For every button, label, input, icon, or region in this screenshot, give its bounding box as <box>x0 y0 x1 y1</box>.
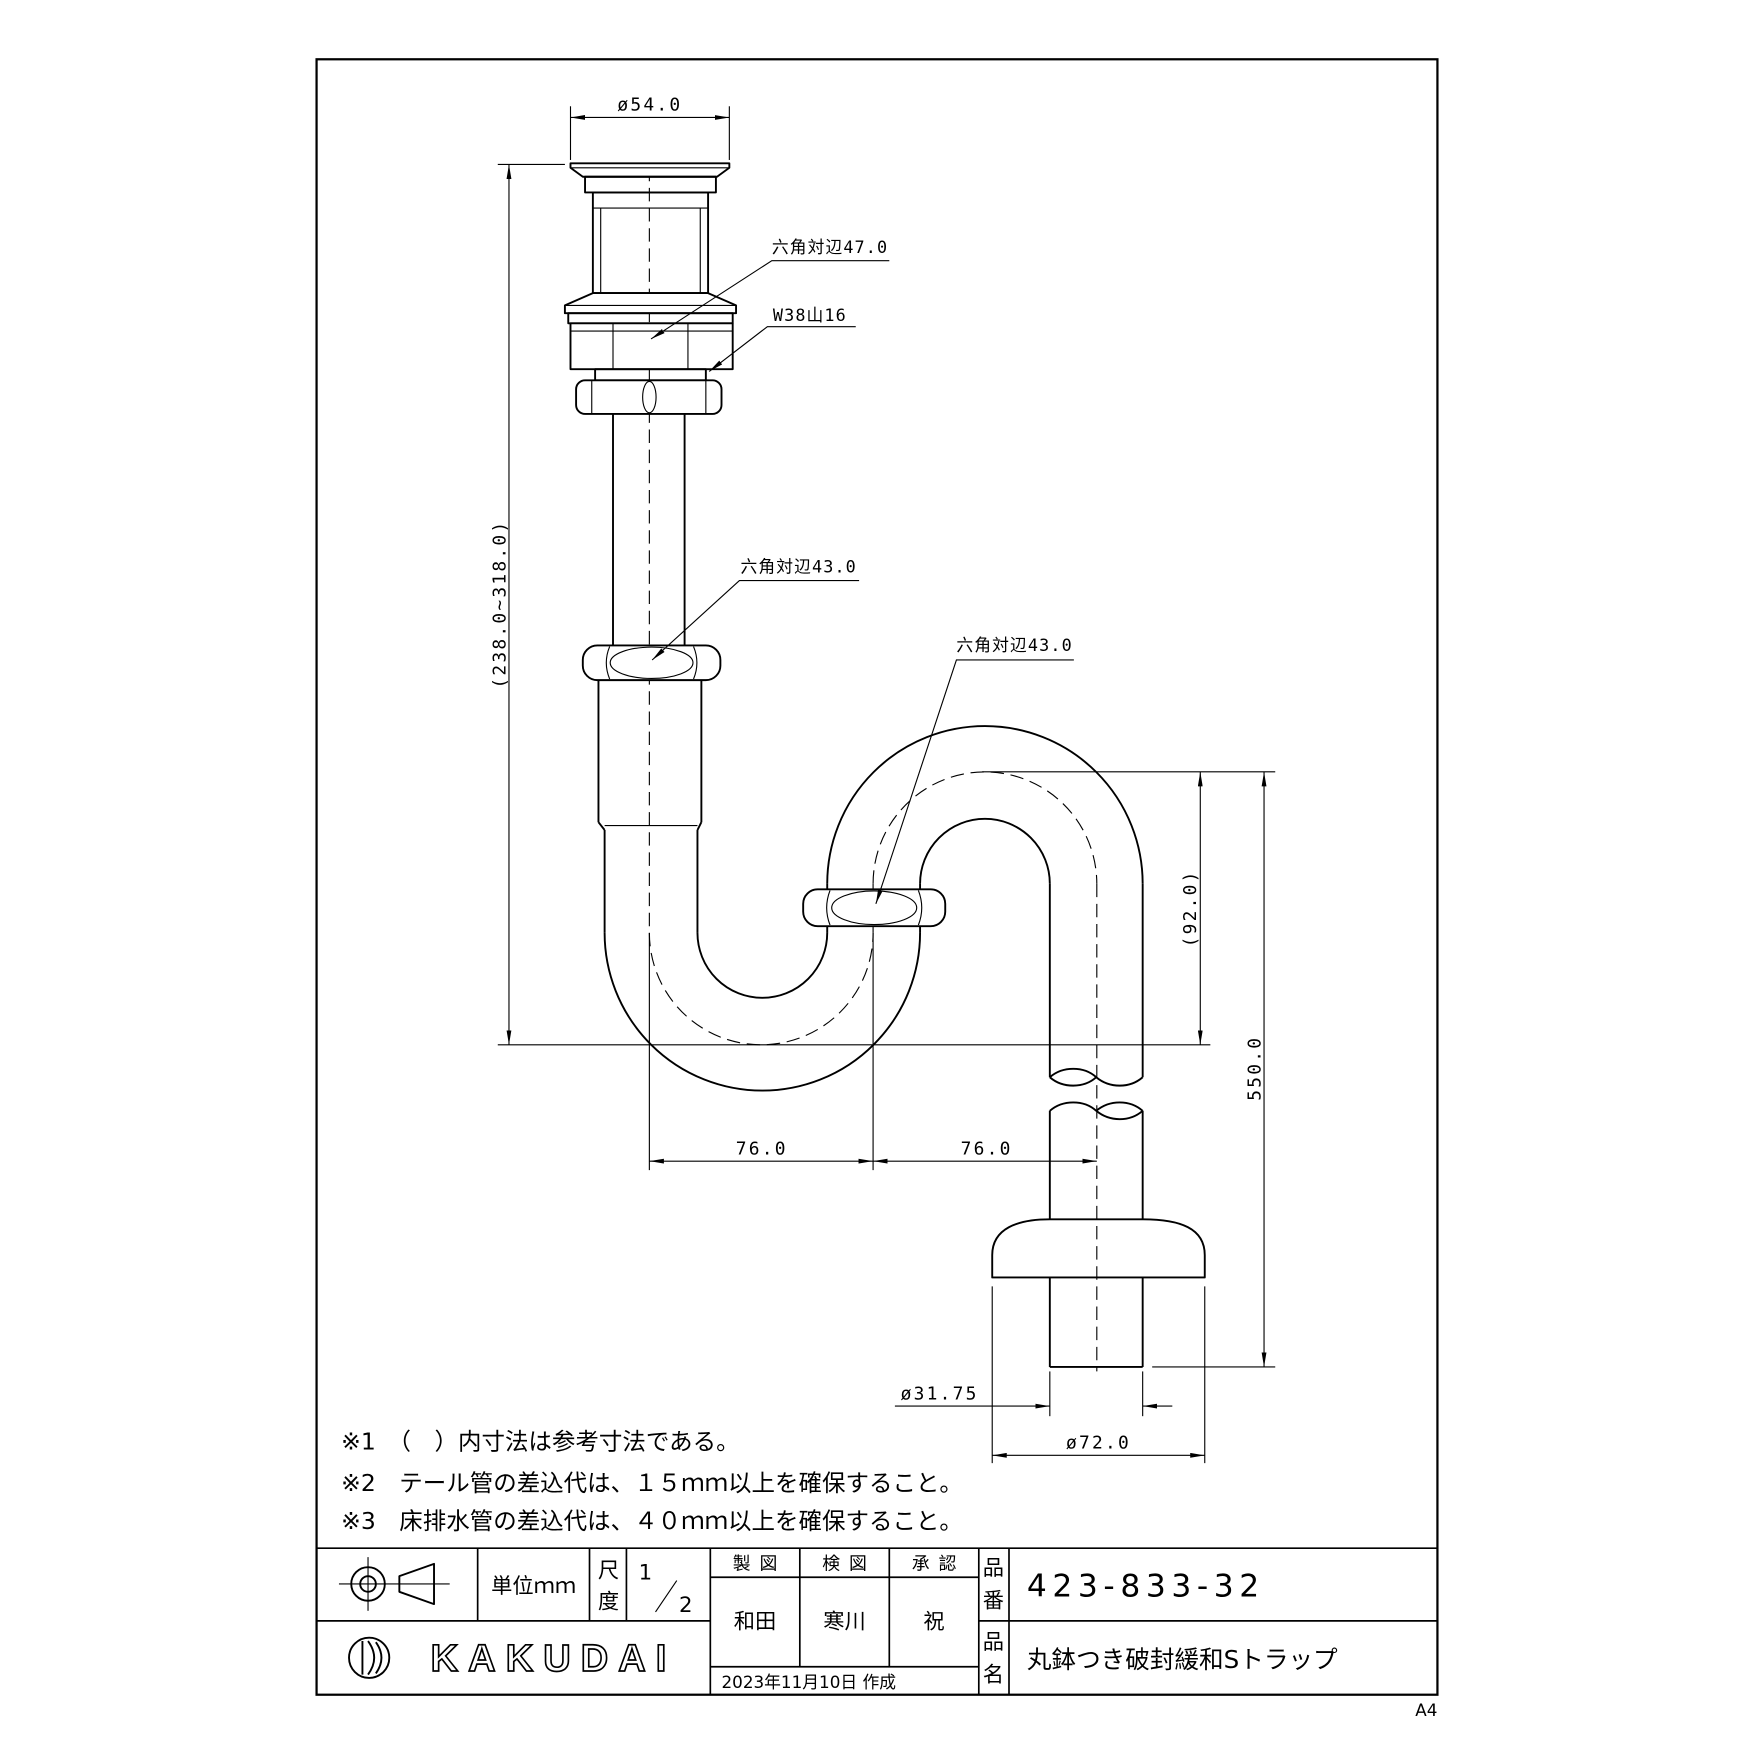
dim-hex-top: 六角対辺47.0 <box>772 237 888 257</box>
j-bend-outer-arc <box>603 932 922 1092</box>
title-block: 単位ｍｍ 尺 度 1 2 製図 検図 承認 和田 寒川 祝 品 番 423-83… <box>316 1547 1438 1695</box>
slip-nut-center <box>831 890 918 926</box>
third-angle-projection-icon <box>338 1557 450 1611</box>
slip-nut-face <box>605 646 698 680</box>
dim-floor-height: 550.0 <box>1245 1036 1266 1101</box>
dim-offset-right: 76.0 <box>961 1138 1013 1159</box>
role-approved: 承認 <box>912 1553 966 1574</box>
logo-mark <box>361 1640 383 1676</box>
role-checked: 検図 <box>822 1553 876 1574</box>
dim-flange-diameter: ø54.0 <box>617 95 682 116</box>
drawing-date: 2023年11月10日 作成 <box>722 1672 897 1692</box>
part-number-label-bottom: 番 <box>983 1588 1004 1613</box>
name-approved: 祝 <box>923 1610 944 1635</box>
dim-thread: W38山16 <box>773 305 847 325</box>
note-2: ※2 テール管の差込代は、１５ｍｍ以上を確保すること。 <box>341 1469 963 1497</box>
note-3: ※3 床排水管の差込代は、４０ｍｍ以上を確保すること。 <box>341 1507 963 1535</box>
leader-hex-tail <box>651 580 860 661</box>
dim-seal-depth: (92.0) <box>1180 869 1201 947</box>
projection-inner-circle <box>359 1575 377 1593</box>
body-flare <box>563 292 738 315</box>
name-checked: 寒川 <box>823 1610 866 1635</box>
notes: ※1 （ ）内寸法は参考寸法である。 ※2 テール管の差込代は、１５ｍｍ以上を確… <box>341 1428 963 1535</box>
part-name: 丸鉢つき破封緩和Sトラップ <box>1027 1645 1338 1674</box>
scale-numerator: 1 <box>639 1560 653 1585</box>
part-name-label-top: 品 <box>983 1630 1004 1655</box>
leader-thread <box>708 326 856 372</box>
role-drafted: 製図 <box>733 1553 787 1574</box>
leader-hex-top <box>650 260 890 340</box>
dim-tail-height: (238.0~318.0) <box>490 520 511 689</box>
name-drafted: 和田 <box>734 1610 777 1635</box>
hex-nut-top <box>569 322 734 371</box>
scale-label-top: 尺 <box>598 1558 619 1583</box>
scale-slash <box>655 1580 678 1613</box>
dim-offset-left: 76.0 <box>736 1138 788 1159</box>
leader-hex-trap <box>875 659 1074 905</box>
lock-nut-slot <box>642 380 657 414</box>
centerline-upper-bend <box>872 771 1098 884</box>
slip-nut-trap <box>802 888 947 928</box>
note-1: ※1 （ ）内寸法は参考寸法である。 <box>341 1428 739 1456</box>
slip-nut-tail <box>581 644 722 682</box>
dim-pipe-diameter: ø31.75 <box>901 1383 979 1404</box>
scale-denominator: 2 <box>679 1593 693 1618</box>
scale-label-bottom: 度 <box>598 1590 619 1615</box>
dimensions: ø54.0 (238.0~318.0) (92.0) 550.0 76.0 76… <box>490 95 1276 1464</box>
dim-hex-tail: 六角対辺43.0 <box>741 557 857 577</box>
slip-nut-face <box>826 890 923 926</box>
dim-floor-flange-diameter: ø72.0 <box>1066 1433 1131 1454</box>
part-number: 423-833-32 <box>1027 1568 1265 1604</box>
u-bend-outer-arc <box>826 725 1144 884</box>
paper-size: A4 <box>1415 1700 1437 1720</box>
part-number-label-top: 品 <box>983 1556 1004 1581</box>
dim-hex-trap: 六角対辺43.0 <box>956 635 1072 655</box>
projection-cone <box>398 1562 435 1606</box>
slip-nut-center <box>609 646 694 680</box>
centerline-lower-bend <box>648 932 874 1046</box>
unit-label: 単位ｍｍ <box>491 1574 576 1599</box>
kakudai-logo-icon <box>348 1636 391 1679</box>
drain-cap <box>569 162 731 178</box>
u-bend-inner-arc <box>919 817 1051 884</box>
projection-outer-circle <box>350 1566 386 1602</box>
j-bend-inner-arc <box>696 932 829 999</box>
part-name-label-bottom: 名 <box>983 1662 1004 1687</box>
drawing-frame <box>315 58 1439 1696</box>
floor-flange <box>991 1218 1206 1279</box>
lock-nut <box>575 379 723 415</box>
s-trap-drawing <box>563 162 1206 1372</box>
slip-joint-chamfer <box>597 821 703 831</box>
company-wordmark: KAKUDAI <box>431 1638 677 1680</box>
logo-circle <box>348 1636 391 1679</box>
